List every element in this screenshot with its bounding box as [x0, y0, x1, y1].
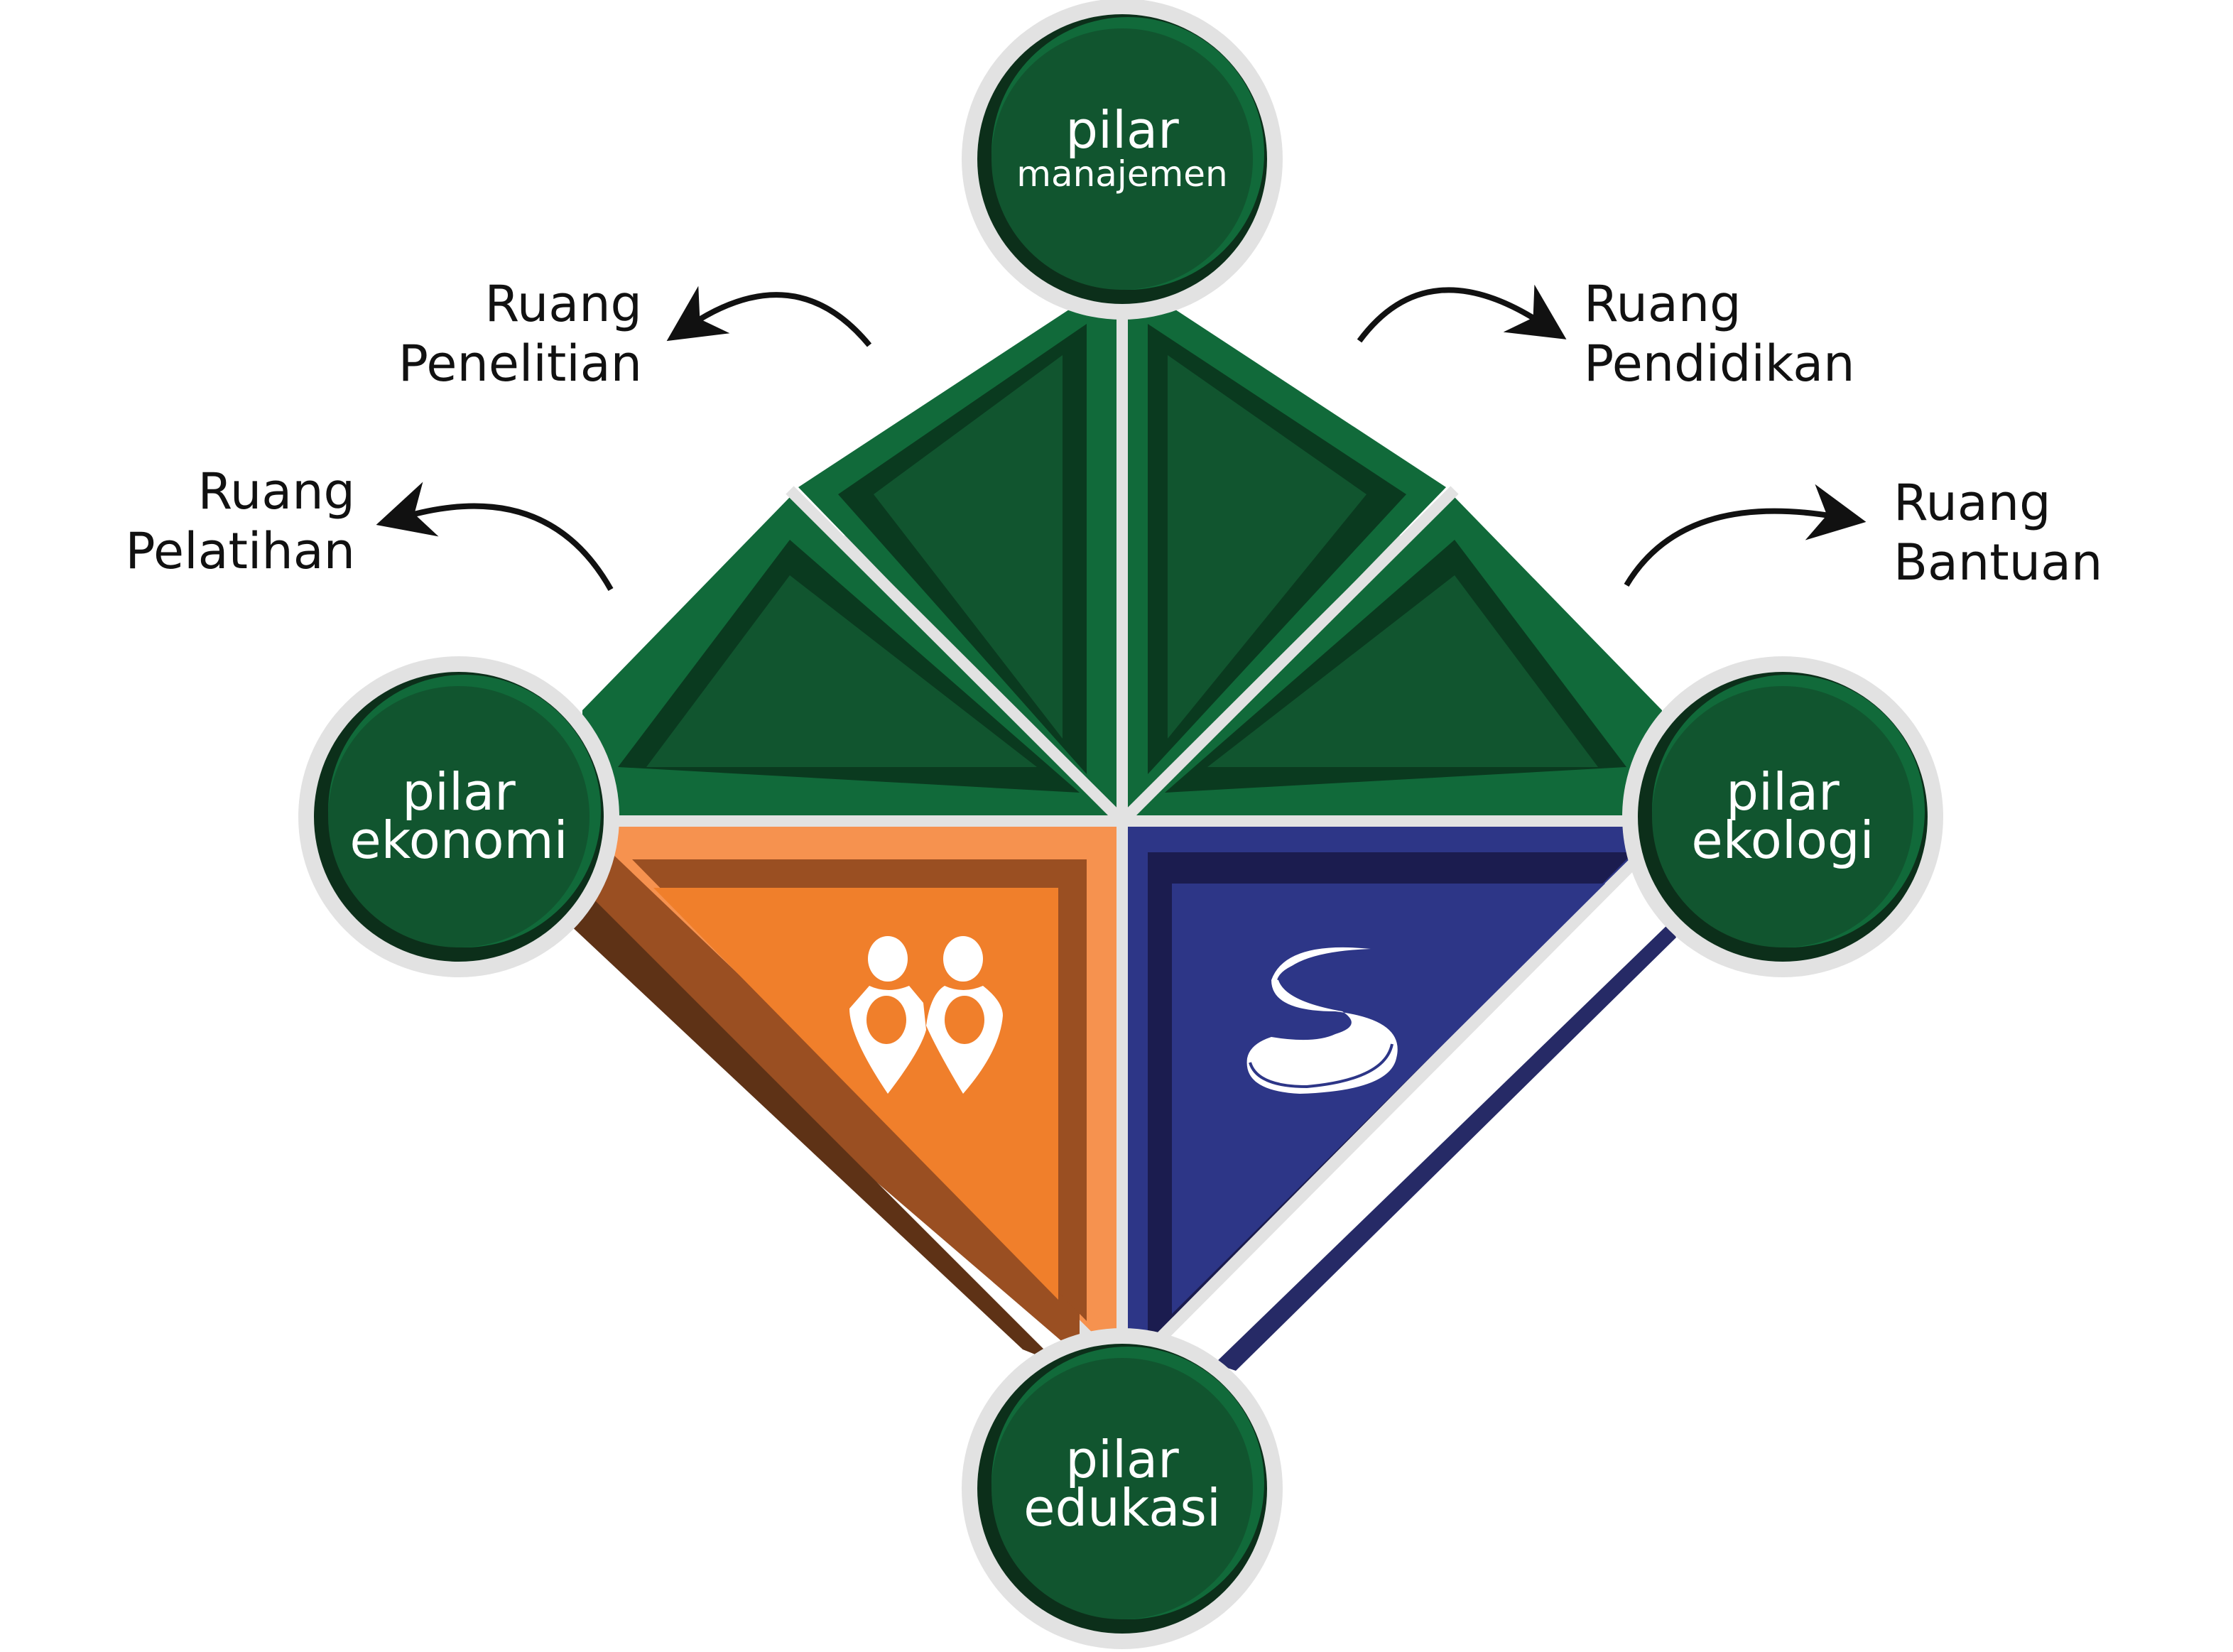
pillar-manajemen-line2: manajemen — [1016, 153, 1228, 195]
arrow-bantuan-icon — [1624, 484, 1867, 587]
label-pendidikan-line2: Pendidikan — [1584, 335, 1854, 393]
label-pendidikan-line1: Ruang — [1584, 275, 1742, 333]
pillar-ekologi-line1: pilar — [1726, 762, 1840, 822]
dividers — [568, 263, 1676, 1378]
label-bantuan-line2: Bantuan — [1894, 533, 2102, 592]
pillar-manajemen: pilar manajemen — [962, 0, 1283, 320]
arrows — [376, 284, 1867, 591]
segment-bantuan — [1136, 497, 1662, 815]
label-pelatihan-line1: Ruang — [197, 462, 355, 521]
pillar-ekonomi-line2: ekonomi — [349, 810, 567, 870]
label-bantuan-line1: Ruang — [1894, 474, 2051, 532]
segment-pelatihan — [582, 497, 1108, 815]
pillar-edukasi-line2: edukasi — [1023, 1478, 1221, 1538]
pillar-edukasi-line1: pilar — [1065, 1430, 1179, 1489]
arrow-pelatihan-icon — [376, 482, 614, 591]
label-penelitian-line2: Penelitian — [398, 335, 642, 393]
people-pin-logo-icon — [849, 936, 1003, 1094]
pillar-ekonomi-line1: pilar — [402, 762, 516, 822]
arrow-penelitian-icon — [666, 286, 872, 347]
pillar-ekologi-line2: ekologi — [1691, 810, 1874, 870]
label-penelitian-line1: Ruang — [484, 275, 642, 333]
arrow-pendidikan-icon — [1357, 284, 1567, 343]
segment-penelitian — [798, 278, 1116, 815]
pillar-manajemen-line1: pilar — [1065, 100, 1179, 160]
segment-ekonomi-orange — [568, 827, 1116, 1364]
river-s-logo-icon — [1246, 947, 1398, 1094]
segment-pendidikan — [1128, 278, 1446, 815]
label-pelatihan-line2: Pelatihan — [125, 522, 355, 580]
pillar-edukasi: pilar edukasi — [962, 1328, 1283, 1649]
pillar-ekologi: pilar ekologi — [1622, 656, 1943, 977]
pillar-ekonomi: pilar ekonomi — [298, 656, 619, 977]
